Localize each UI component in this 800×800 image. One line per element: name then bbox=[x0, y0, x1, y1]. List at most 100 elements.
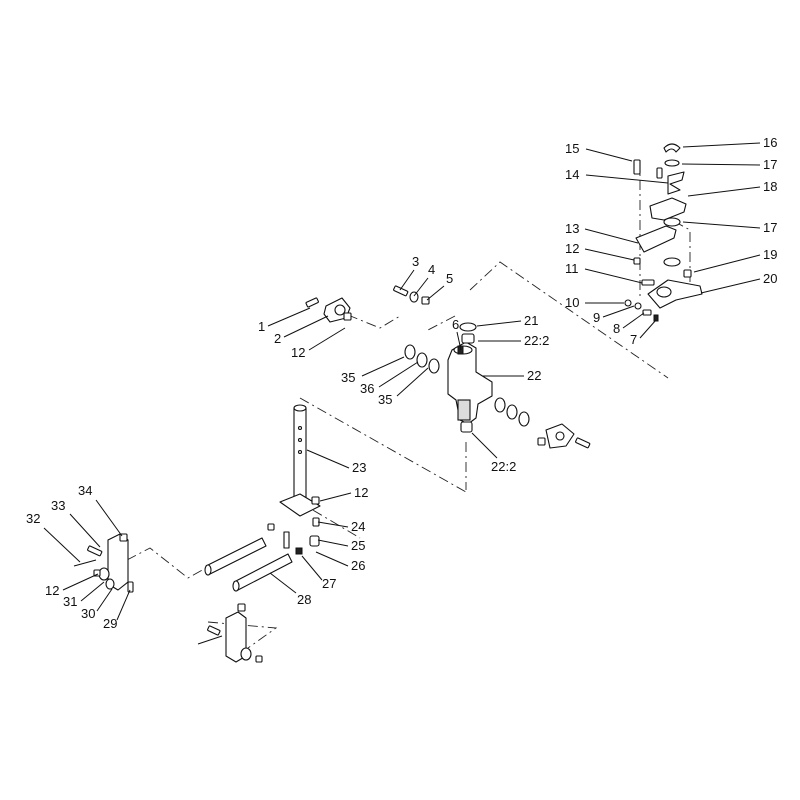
tie-rod-lower-end bbox=[232, 580, 240, 592]
leader-line-c8 bbox=[622, 312, 645, 329]
leader-line-c9 bbox=[602, 305, 635, 318]
washer-part-4 bbox=[409, 291, 419, 303]
leader-line-c35b bbox=[396, 367, 429, 397]
tie-rod-upper bbox=[205, 537, 267, 575]
lever-part-20 bbox=[647, 279, 703, 309]
callout-c7: 7 bbox=[630, 332, 637, 347]
column-top bbox=[293, 404, 307, 412]
lower-pin bbox=[197, 635, 223, 645]
leader-line-c17b bbox=[682, 221, 761, 229]
callout-c13: 13 bbox=[565, 221, 579, 236]
phantom-line-left-link bbox=[126, 547, 207, 579]
leader-line-c23 bbox=[306, 449, 350, 469]
leader-line-c26 bbox=[315, 551, 349, 567]
callout-c15: 15 bbox=[565, 141, 579, 156]
phantom-line-upper-right-b bbox=[427, 315, 456, 331]
washer-part-17-c bbox=[663, 257, 681, 267]
lower-bolt bbox=[207, 625, 221, 636]
callout-c32: 32 bbox=[26, 511, 40, 526]
callout-c17a: 17 bbox=[763, 157, 777, 172]
callout-c35a: 35 bbox=[341, 370, 355, 385]
leader-line-c7 bbox=[639, 319, 657, 339]
leader-line-c19 bbox=[693, 254, 761, 273]
leader-line-c14 bbox=[585, 174, 669, 184]
bolt-part-26 bbox=[283, 531, 290, 549]
callout-c5: 5 bbox=[446, 271, 453, 286]
nut-part-12-d bbox=[633, 257, 641, 265]
pin-part-7 bbox=[653, 314, 659, 322]
leader-line-c1 bbox=[267, 307, 311, 327]
callout-c20: 20 bbox=[763, 271, 777, 286]
callout-c3: 3 bbox=[412, 254, 419, 269]
bolt-spring bbox=[656, 167, 663, 179]
leader-line-c25 bbox=[317, 539, 349, 547]
callout-c4: 4 bbox=[428, 262, 435, 277]
leader-line-c5 bbox=[426, 285, 445, 301]
bolt-part-11 bbox=[641, 279, 655, 286]
callout-c9: 9 bbox=[593, 310, 600, 325]
callout-c18: 18 bbox=[763, 179, 777, 194]
phantom-line-upper-left bbox=[347, 314, 401, 329]
callout-c12c: 12 bbox=[45, 583, 59, 598]
callout-c23: 23 bbox=[352, 460, 366, 475]
leader-line-c30 bbox=[96, 588, 113, 612]
nut-part-27 bbox=[295, 547, 303, 555]
callout-c2: 2 bbox=[274, 331, 281, 346]
leader-line-c27 bbox=[301, 555, 323, 581]
callout-c21: 21 bbox=[524, 313, 538, 328]
leader-line-c29 bbox=[116, 589, 131, 621]
callout-c35b: 35 bbox=[378, 392, 392, 407]
leader-line-c12c bbox=[62, 573, 99, 591]
pin-part-32 bbox=[73, 559, 97, 567]
bolt-part-29 bbox=[127, 581, 134, 593]
washer-part-9 bbox=[634, 302, 642, 310]
callout-c12d: 12 bbox=[565, 241, 579, 256]
leader-line-c6 bbox=[456, 331, 462, 351]
leader-line-c3 bbox=[399, 269, 415, 291]
washer-link-a bbox=[267, 523, 275, 531]
phantom-line-upper-right bbox=[469, 261, 669, 379]
column-arm bbox=[279, 493, 321, 517]
callout-c6: 6 bbox=[452, 317, 459, 332]
leader-line-c33 bbox=[69, 513, 101, 548]
nut-part-19 bbox=[683, 269, 692, 278]
phantom-lines bbox=[126, 160, 691, 649]
washer-stack-left bbox=[404, 344, 440, 374]
callout-c34: 34 bbox=[78, 483, 92, 498]
leader-line-c15 bbox=[585, 148, 633, 162]
leader-line-c11 bbox=[584, 268, 643, 284]
washer-part-36 bbox=[416, 352, 428, 368]
tie-rod-part-28 bbox=[233, 553, 293, 591]
leader-line-c36 bbox=[378, 361, 419, 388]
callout-c17b: 17 bbox=[763, 220, 777, 235]
bolt-part-15 bbox=[633, 159, 641, 175]
spring-part-14 bbox=[667, 171, 685, 195]
nut-part-12-c bbox=[93, 569, 101, 577]
callout-c25: 25 bbox=[351, 538, 365, 553]
callout-c27: 27 bbox=[322, 576, 336, 591]
leader-line-c34 bbox=[95, 499, 123, 537]
phantom-line-column-a bbox=[299, 397, 467, 493]
clip-part-16 bbox=[663, 143, 681, 153]
callout-c30: 30 bbox=[81, 606, 95, 621]
tie-rod-upper-end bbox=[204, 564, 212, 576]
callout-c24: 24 bbox=[351, 519, 365, 534]
callout-c22: 22 bbox=[527, 368, 541, 383]
washer-stack-right bbox=[494, 397, 591, 449]
leader-line-c2 bbox=[283, 315, 329, 338]
nut-part-12-b bbox=[311, 496, 320, 505]
main-body-group bbox=[447, 322, 493, 433]
callout-c26: 26 bbox=[351, 558, 365, 573]
nut-part-5 bbox=[421, 296, 430, 305]
callout-c222b: 22:2 bbox=[491, 459, 516, 474]
bolt-part-1 bbox=[305, 297, 319, 308]
callout-c8: 8 bbox=[613, 321, 620, 336]
callout-c10: 10 bbox=[565, 295, 579, 310]
bushing-part-25 bbox=[309, 535, 320, 547]
lower-nut-top bbox=[237, 603, 246, 612]
washer-part-35-a bbox=[404, 344, 416, 360]
leader-line-c12a bbox=[308, 327, 346, 351]
